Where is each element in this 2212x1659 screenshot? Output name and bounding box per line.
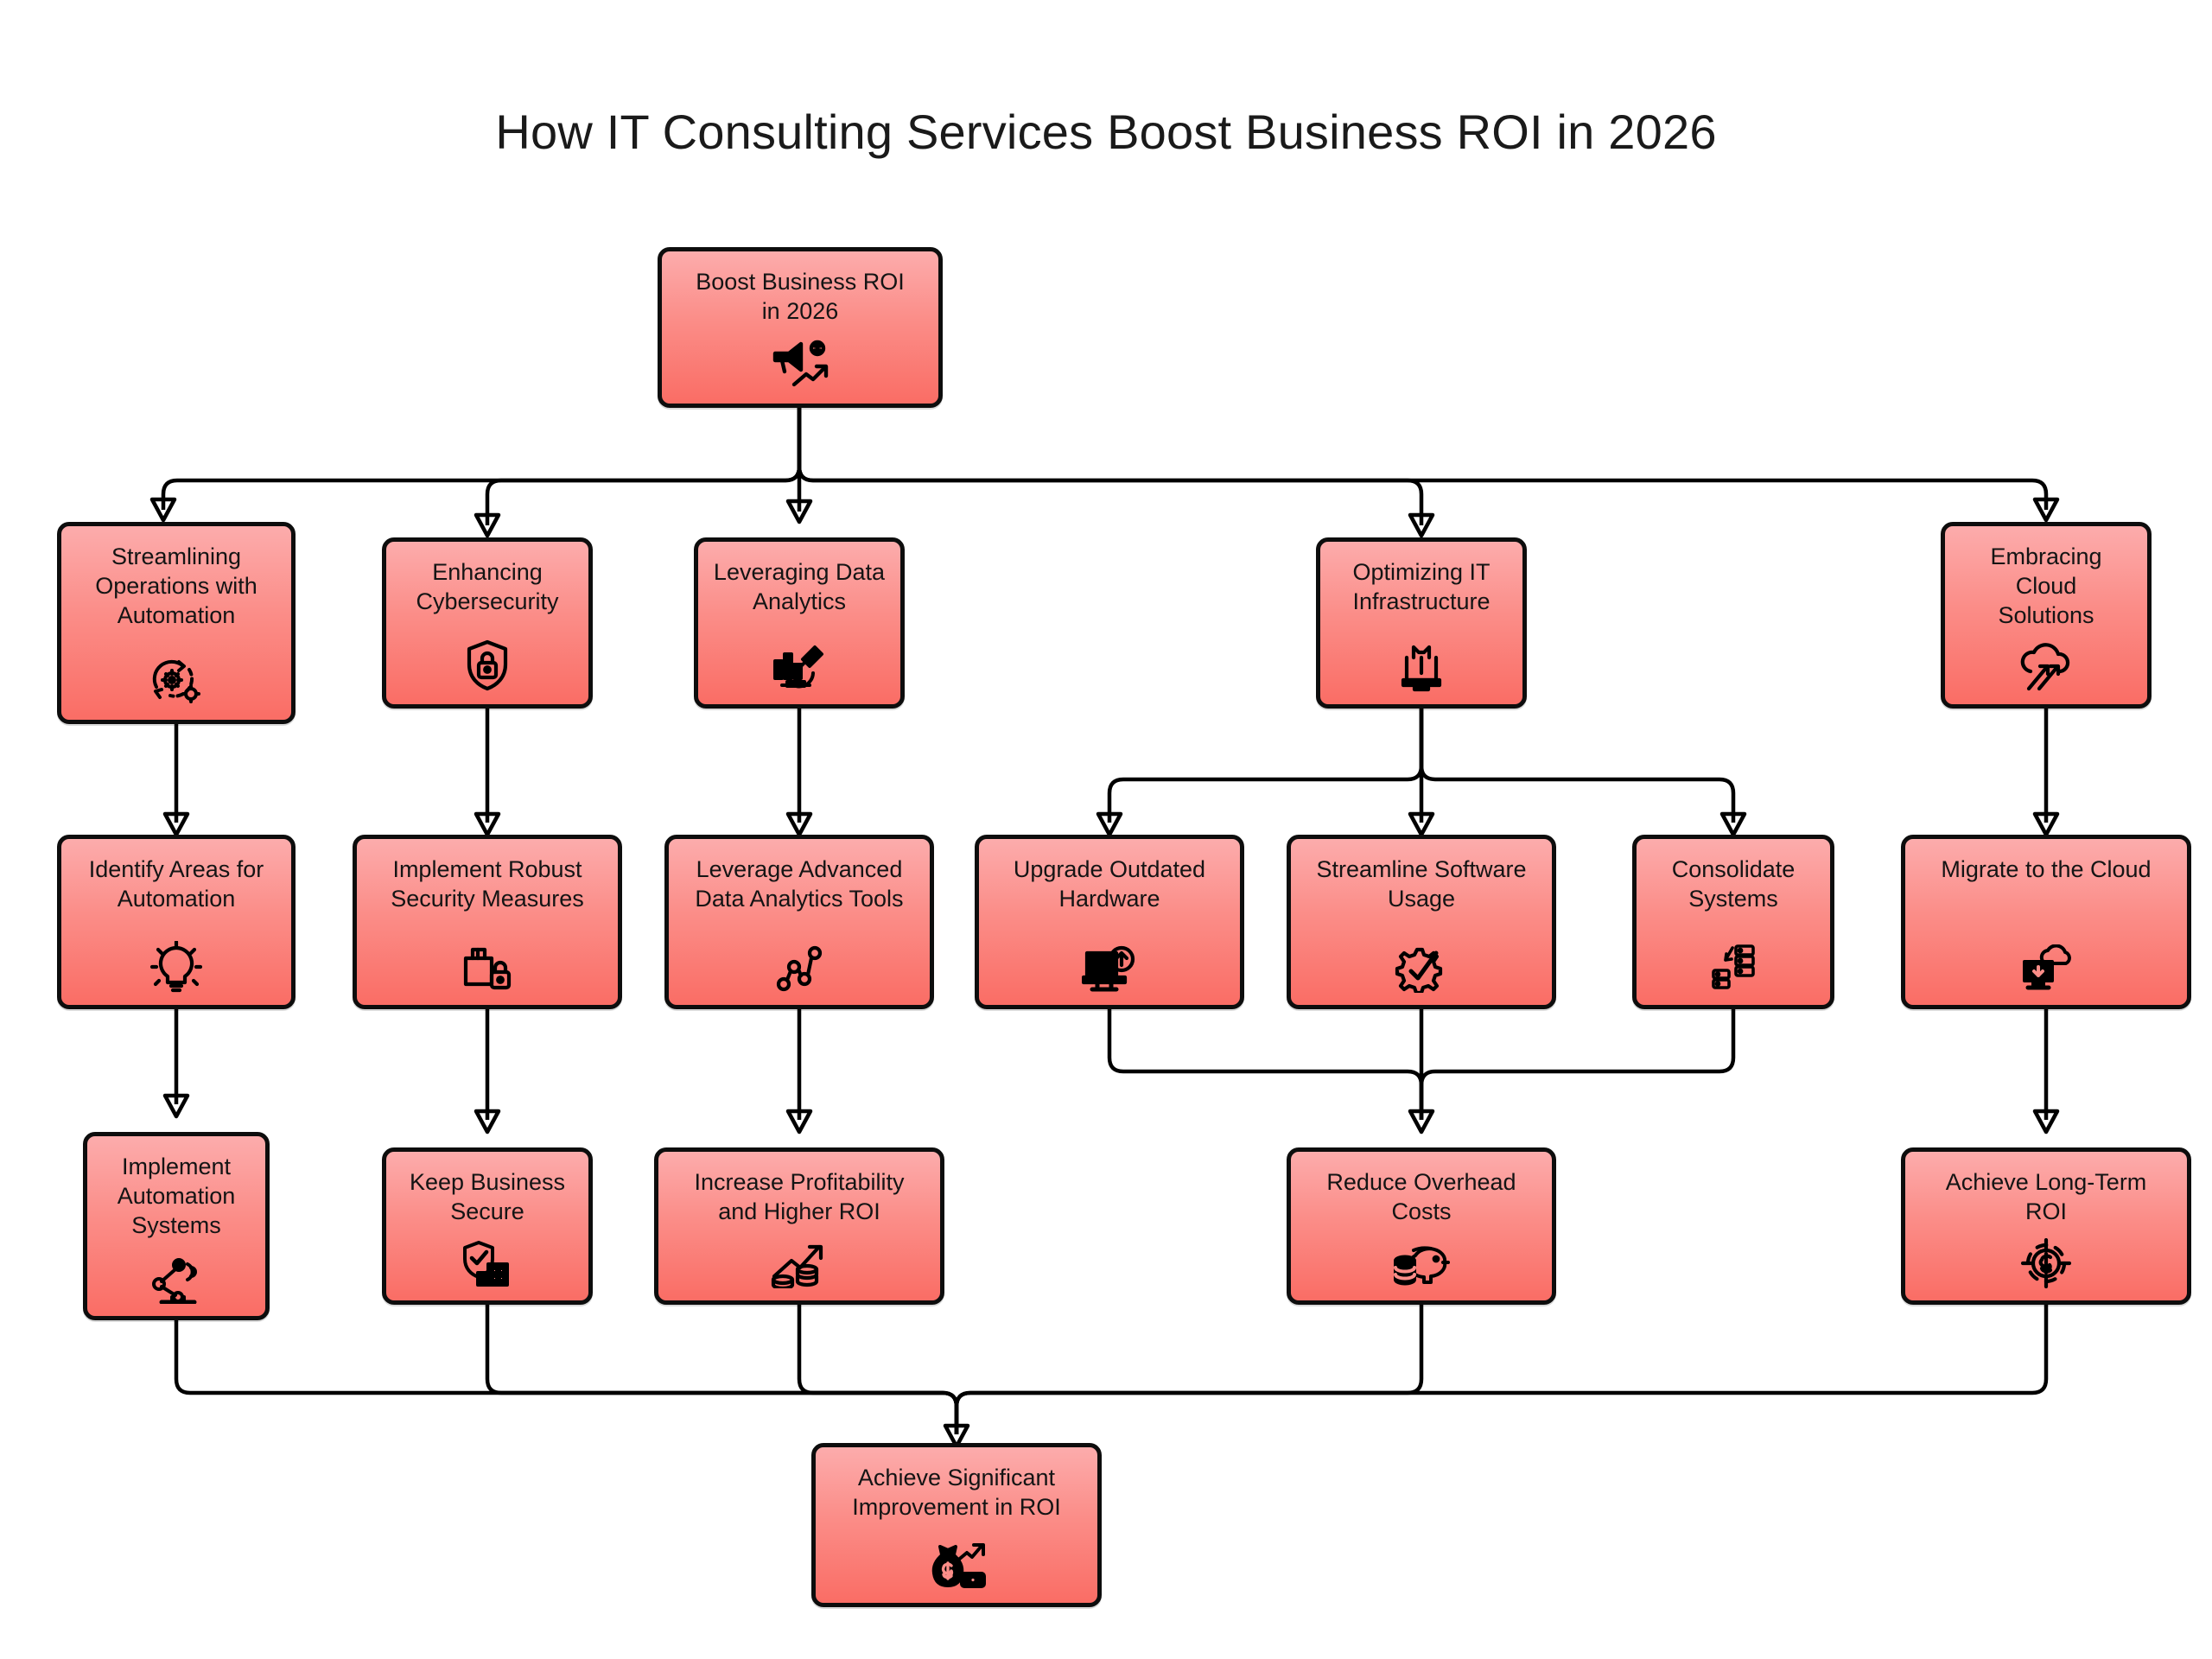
microscope-chart-icon: [710, 640, 888, 692]
node-label: Leverage Advanced Data Analytics Tools: [695, 856, 904, 912]
node-achieve-significant-improvement-in-roi[interactable]: Achieve Significant Improvement in ROI: [811, 1443, 1102, 1607]
node-label: Migrate to the Cloud: [1941, 856, 2152, 882]
node-label: Streamline Software Usage: [1316, 856, 1527, 912]
node-label: Leveraging Data Analytics: [713, 559, 886, 615]
node-optimizing-it-infrastructure[interactable]: Optimizing IT Infrastructure: [1316, 537, 1527, 709]
edges-level1-to-level2: [162, 709, 2060, 837]
megaphone-growth-dollar-icon: [674, 340, 926, 391]
node-leverage-advanced-data-analytics-tools[interactable]: Leverage Advanced Data Analytics Tools: [664, 835, 934, 1009]
node-increase-profitability-and-higher-roi[interactable]: Increase Profitability and Higher ROI: [654, 1147, 944, 1305]
node-identify-areas-for-automation[interactable]: Identify Areas for Automation: [57, 835, 296, 1009]
node-keep-business-secure[interactable]: Keep Business Secure: [382, 1147, 593, 1305]
gears-cycle-icon: [73, 654, 279, 708]
node-embracing-cloud-solutions[interactable]: Embracing Cloud Solutions: [1941, 522, 2152, 709]
node-implement-automation-systems[interactable]: Implement Automation Systems: [83, 1132, 270, 1320]
node-reduce-overhead-costs[interactable]: Reduce Overhead Costs: [1287, 1147, 1556, 1305]
money-bag-growth-icon: [828, 1542, 1085, 1591]
node-label: Embracing Cloud Solutions: [1990, 543, 2102, 629]
shield-lock-icon: [398, 639, 576, 692]
gear-bulb-icon: [73, 941, 279, 993]
cloud-monitor-download-icon: [1917, 944, 2175, 993]
node-label: Boost Business ROI in 2026: [696, 269, 905, 325]
node-label: Achieve Significant Improvement in ROI: [852, 1465, 1061, 1521]
node-streamline-software-usage[interactable]: Streamline Software Usage: [1287, 835, 1556, 1009]
node-streamlining-operations-with-automation[interactable]: Streamlining Operations with Automation: [57, 522, 296, 724]
node-label: Identify Areas for Automation: [88, 856, 264, 912]
node-enhancing-cybersecurity[interactable]: Enhancing Cybersecurity: [382, 537, 593, 709]
node-upgrade-outdated-hardware[interactable]: Upgrade Outdated Hardware: [975, 835, 1244, 1009]
folder-lock-icon: [369, 943, 606, 993]
piggy-bank-coins-icon: [1303, 1242, 1540, 1288]
shield-check-building-icon: [398, 1240, 576, 1288]
node-label: Enhancing Cybersecurity: [416, 559, 559, 615]
node-achieve-long-term-roi[interactable]: Achieve Long-Term ROI: [1901, 1147, 2191, 1305]
gear-check-icon: [1303, 943, 1540, 993]
node-boost-business-roi[interactable]: Boost Business ROI in 2026: [658, 247, 943, 408]
node-label: Reduce Overhead Costs: [1326, 1169, 1516, 1225]
node-label: Implement Automation Systems: [117, 1154, 236, 1239]
node-migrate-to-the-cloud[interactable]: Migrate to the Cloud: [1901, 835, 2191, 1009]
node-label: Increase Profitability and Higher ROI: [694, 1169, 905, 1225]
node-label: Achieve Long-Term ROI: [1945, 1169, 2147, 1225]
growth-coins-icon: [671, 1242, 928, 1288]
node-leveraging-data-analytics[interactable]: Leveraging Data Analytics: [694, 537, 905, 709]
robot-arm-icon: [99, 1257, 253, 1304]
toolbox-wrench-icon: [1332, 639, 1510, 692]
node-label: Consolidate Systems: [1671, 856, 1796, 912]
edges-root-to-level1: [149, 406, 2060, 538]
monitor-upload-icon: [991, 944, 1228, 993]
node-label: Upgrade Outdated Hardware: [1013, 856, 1206, 912]
node-label: Streamlining Operations with Automation: [95, 543, 257, 629]
edges-level2-to-level3: [162, 1009, 2060, 1135]
target-dollar-icon: [1917, 1238, 2175, 1288]
node-consolidate-systems[interactable]: Consolidate Systems: [1632, 835, 1834, 1009]
cloud-arrows-icon: [1957, 642, 2135, 692]
server-stack-icon: [1649, 943, 1818, 993]
node-implement-robust-security-measures[interactable]: Implement Robust Security Measures: [353, 835, 622, 1009]
page-title: How IT Consulting Services Boost Busines…: [495, 105, 1717, 159]
scatter-line-icon: [681, 943, 918, 993]
node-label: Keep Business Secure: [409, 1169, 566, 1225]
edges-level3-to-final: [174, 1305, 2049, 1449]
node-label: Implement Robust Security Measures: [391, 856, 584, 912]
node-label: Optimizing IT Infrastructure: [1352, 559, 1491, 615]
